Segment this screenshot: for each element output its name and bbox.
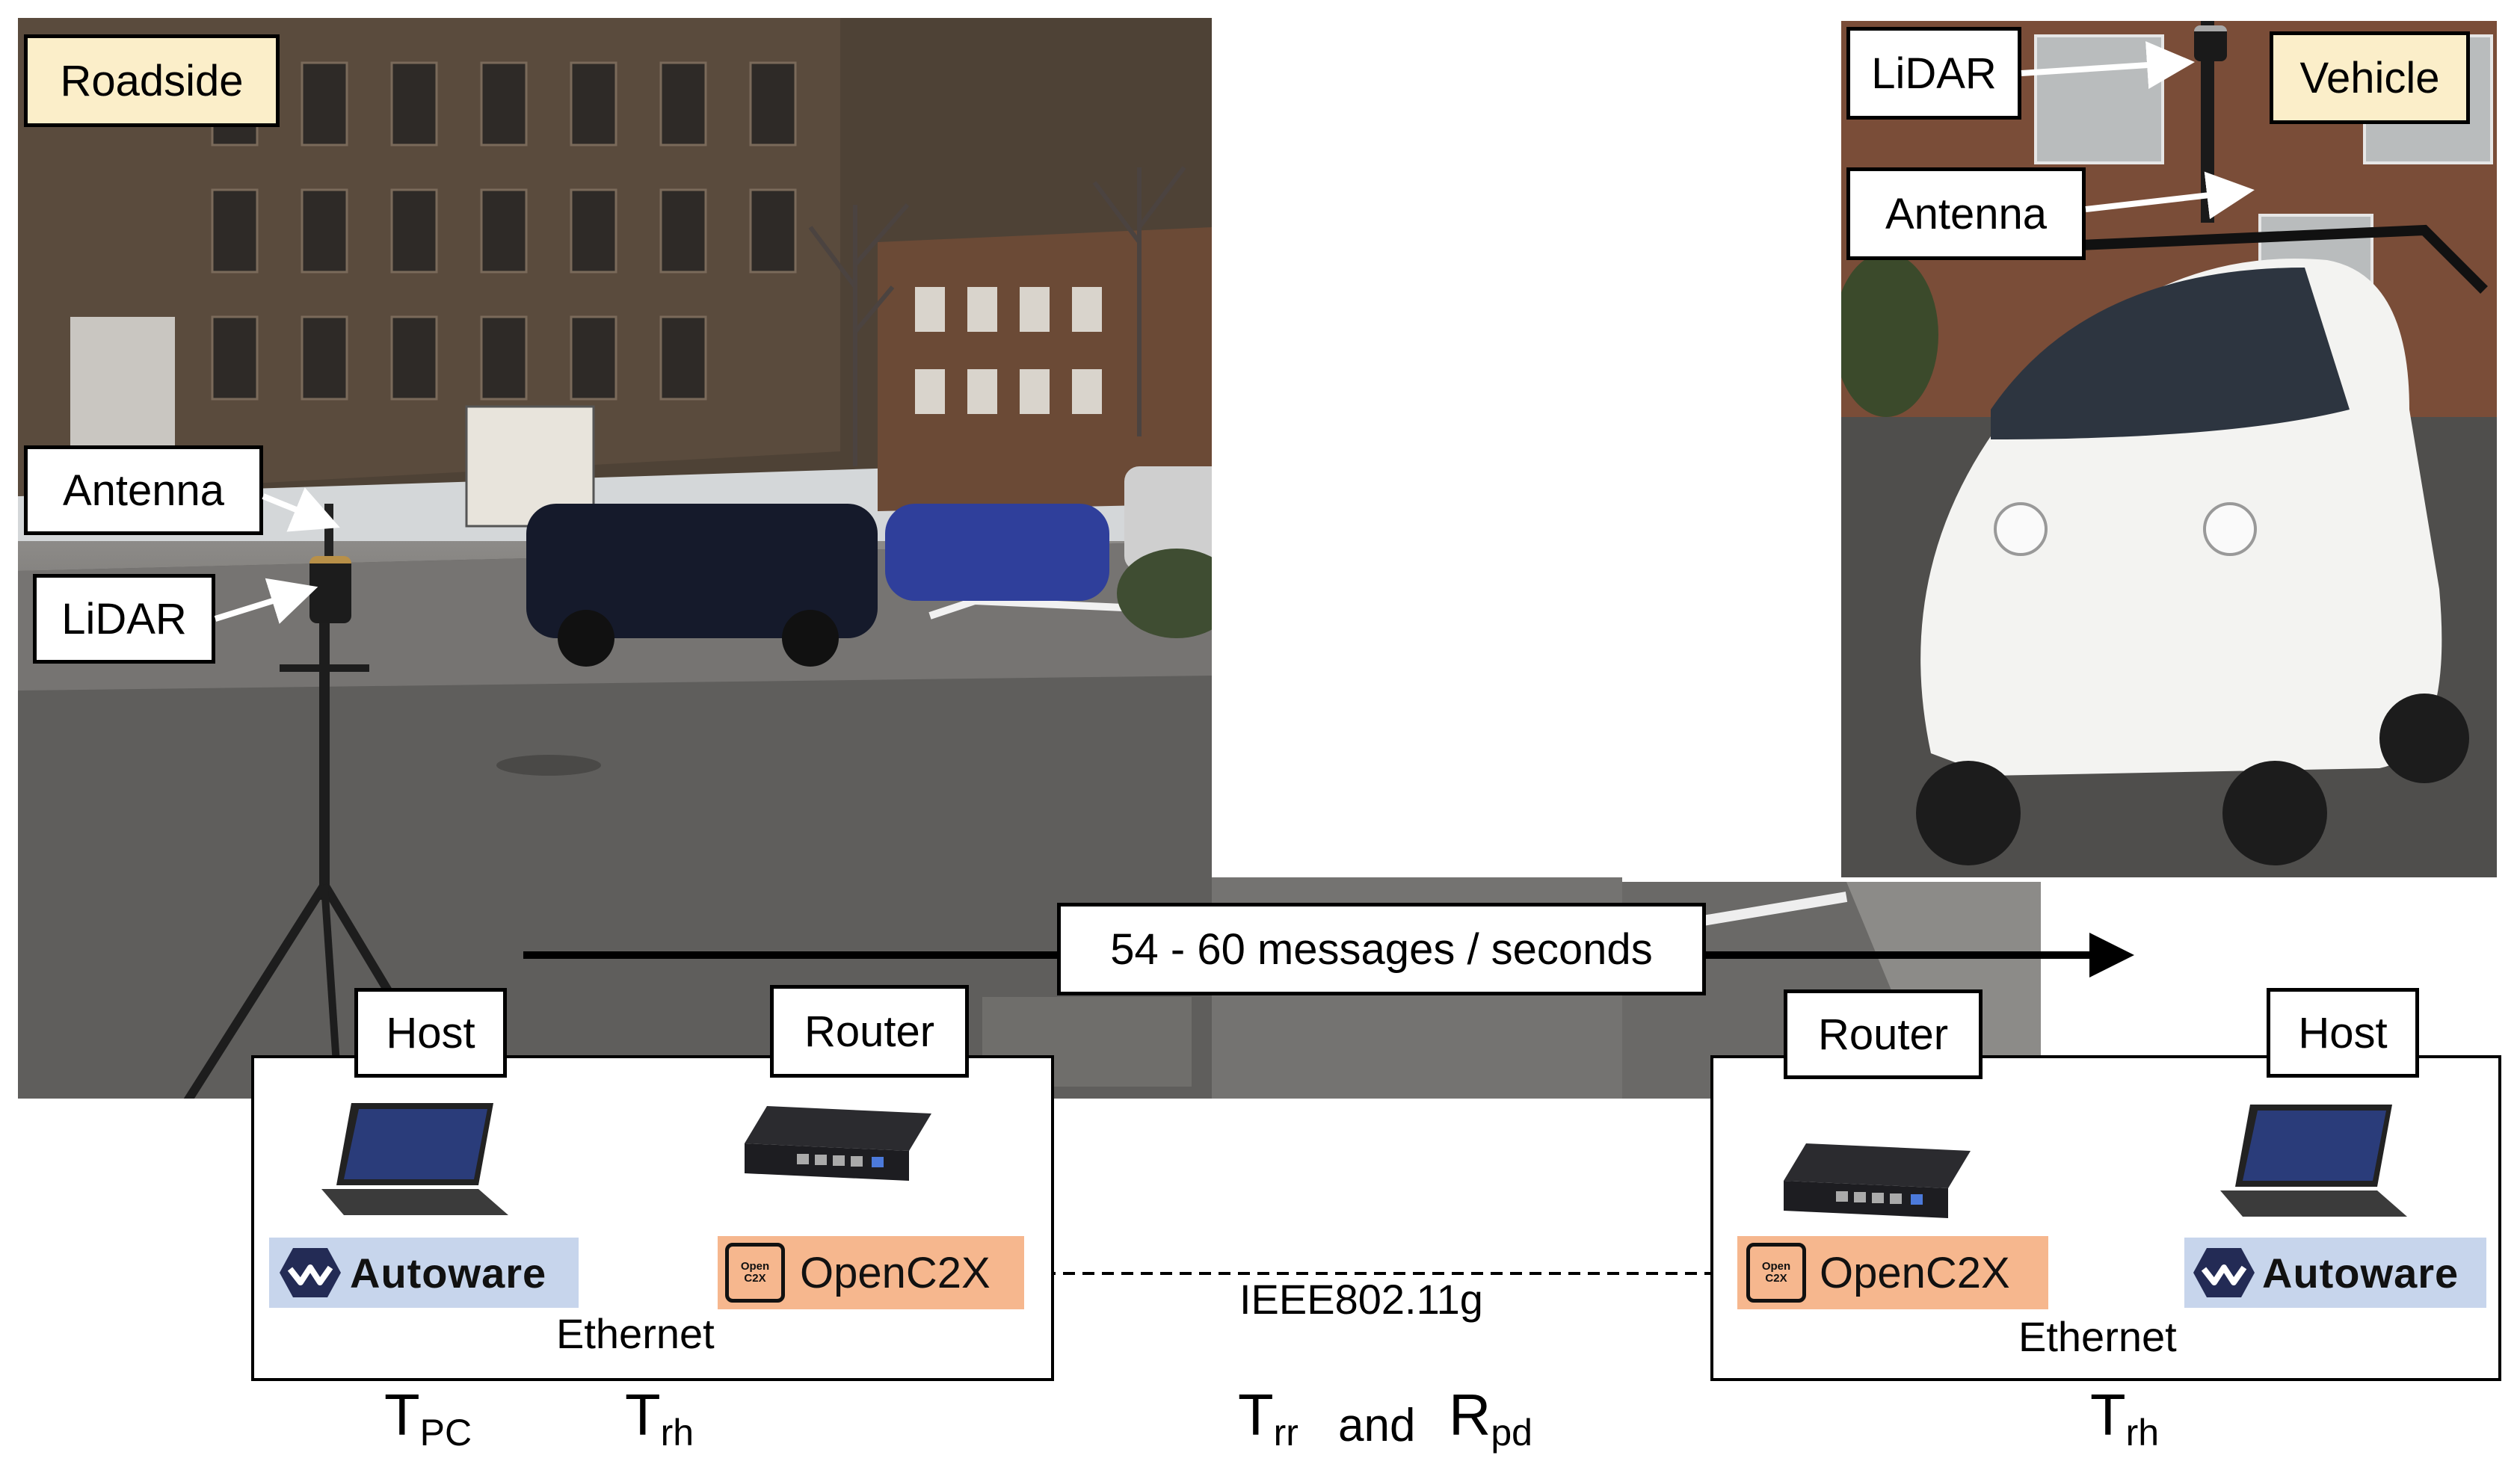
right-network-panel — [1710, 1055, 2501, 1381]
vehicle-lidar-arrow — [2021, 41, 2195, 90]
opencx-logo-icon: Open C2X — [725, 1243, 785, 1303]
metric-r-pd: Rpd — [1449, 1381, 1532, 1454]
laptop-icon-right — [2220, 1105, 2407, 1217]
metric-t-rr-sub: rr — [1273, 1412, 1298, 1454]
metric-t-pc-sub: PC — [419, 1412, 472, 1454]
right-autoware-label: Autoware — [2262, 1249, 2459, 1297]
left-autoware-label: Autoware — [350, 1249, 547, 1297]
metric-t-pc-base: T — [384, 1382, 420, 1448]
metric-t-rr-base: T — [1238, 1382, 1274, 1448]
left-host-label: Host — [354, 988, 507, 1078]
left-opencx-badge-text: Open C2X — [740, 1260, 770, 1285]
metric-t-rr: Trr — [1238, 1381, 1298, 1454]
metric-and-word: and — [1338, 1400, 1416, 1451]
vehicle-antenna-label: Antenna — [1846, 167, 2086, 260]
left-opencx-label: OpenC2X — [800, 1248, 991, 1297]
vehicle-title: Vehicle — [2270, 31, 2470, 124]
router-device-icon-right — [1784, 1143, 1971, 1218]
right-ethernet-label: Ethernet — [2018, 1313, 2177, 1360]
right-host-label: Host — [2267, 988, 2419, 1078]
metric-t-rh-left-sub: rh — [660, 1412, 694, 1454]
left-ethernet-label: Ethernet — [556, 1310, 715, 1357]
left-opencx-box: Open C2X OpenC2X — [718, 1236, 1024, 1309]
vehicle-photo — [1841, 21, 2497, 877]
right-opencx-badge-text: Open C2X — [1761, 1260, 1791, 1285]
wireless-label: IEEE802.11g — [1239, 1276, 1483, 1323]
vehicle-lidar-label: LiDAR — [1846, 27, 2021, 120]
vehicle-lidar-sensor-icon — [2194, 25, 2227, 61]
roadside-antenna-label: Antenna — [24, 445, 263, 535]
right-autoware-box: Autoware — [2184, 1238, 2486, 1308]
opencx-logo-icon-right: Open C2X — [1746, 1243, 1806, 1303]
roadside-lidar-arrow — [214, 578, 318, 624]
metric-t-rh-left: Trh — [625, 1381, 694, 1454]
right-router-label: Router — [1784, 989, 1983, 1079]
message-rate-label: 54 - 60 messages / seconds — [1057, 903, 1706, 995]
router-device-icon — [745, 1106, 931, 1181]
metric-t-rh-right-sub: rh — [2125, 1412, 2160, 1454]
laptop-icon — [321, 1103, 508, 1215]
right-opencx-label: OpenC2X — [1820, 1248, 2010, 1297]
metric-t-rh-right: Trh — [2090, 1381, 2159, 1454]
metric-t-rh-right-base: T — [2090, 1382, 2126, 1448]
autoware-logo-icon-right — [2193, 1248, 2255, 1297]
metric-t-rh-left-base: T — [625, 1382, 661, 1448]
roadside-scene-illustration — [18, 18, 1212, 1099]
left-autoware-box: Autoware — [269, 1238, 579, 1308]
roadside-antenna-arrow — [262, 487, 340, 532]
roadside-lidar-label: LiDAR — [33, 574, 215, 664]
vehicle-antenna-arrow — [2085, 171, 2255, 220]
roadside-title: Roadside — [24, 34, 280, 127]
autoware-logo-icon — [280, 1248, 341, 1297]
roadside-photo — [18, 18, 1212, 1099]
metric-r-pd-sub: pd — [1491, 1412, 1532, 1454]
metric-r-pd-base: R — [1449, 1382, 1491, 1448]
metric-t-pc: TPC — [384, 1381, 472, 1454]
left-router-label: Router — [770, 985, 969, 1078]
right-opencx-box: Open C2X OpenC2X — [1737, 1236, 2048, 1309]
